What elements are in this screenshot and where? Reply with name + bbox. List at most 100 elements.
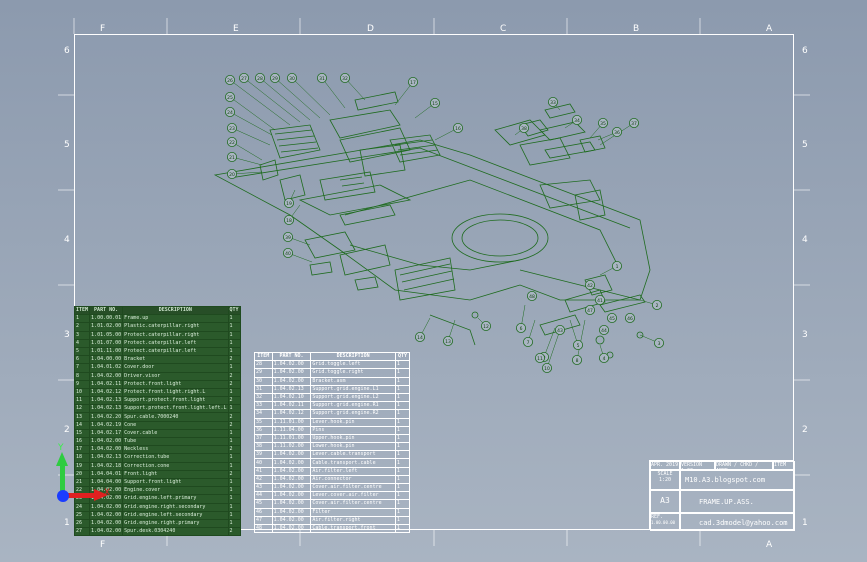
- balloon-label: 20: [229, 172, 235, 178]
- balloon-item-14[interactable]: 14: [414, 331, 425, 342]
- balloon-item-34[interactable]: 34: [572, 115, 583, 126]
- item-balloons: 1234567891011121314151617181920212223242…: [224, 73, 665, 373]
- turret-ring: [451, 213, 549, 263]
- balloon-item-48[interactable]: 48: [527, 290, 538, 301]
- balloon-label: 44: [601, 328, 607, 334]
- balloon-item-28[interactable]: 28: [254, 73, 265, 84]
- balloon-item-18[interactable]: 18: [283, 214, 294, 225]
- balloon-item-12[interactable]: 12: [480, 320, 491, 331]
- y-axis-arrow: [60, 462, 65, 492]
- balloon-label: 27: [241, 76, 247, 82]
- balloon-item-22[interactable]: 22: [226, 136, 237, 147]
- balloon-label: 18: [286, 218, 292, 224]
- balloon-label: 46: [627, 316, 633, 322]
- balloon-label: 28: [257, 76, 263, 82]
- bom-cell-description: Spur.desk.0304240: [122, 527, 229, 537]
- balloon-item-3[interactable]: 3: [654, 337, 665, 348]
- balloon-item-43[interactable]: 43: [555, 324, 566, 335]
- balloon-item-25[interactable]: 25: [224, 92, 235, 103]
- balloon-item-41[interactable]: 41: [595, 294, 606, 305]
- balloon-item-33[interactable]: 33: [548, 97, 559, 108]
- balloon-item-30[interactable]: 30: [286, 73, 297, 84]
- zone-bottom-a: A: [766, 540, 773, 550]
- balloon-label: 25: [227, 95, 233, 101]
- balloon-item-6[interactable]: 6: [516, 322, 527, 333]
- tb-email[interactable]: cad.3dmodel@yahoo.com: [680, 513, 795, 531]
- balloon-item-23[interactable]: 23: [226, 123, 237, 134]
- zone-left-2: 2: [64, 425, 70, 435]
- tb-ref: REF. 1.00.00.00: [650, 513, 680, 531]
- balloon-label: 4: [603, 356, 606, 362]
- balloon-label: 1: [616, 264, 619, 270]
- balloon-item-21[interactable]: 21: [226, 151, 237, 162]
- drawing-sheet: [74, 34, 794, 530]
- balloon-item-20[interactable]: 20: [226, 168, 237, 179]
- tb-title-top: M10.A3.blogspot.com: [680, 470, 795, 490]
- balloon-label: 39: [285, 235, 291, 241]
- x-axis-arrow: [62, 493, 96, 498]
- zone-top-d: D: [367, 24, 374, 34]
- balloon-label: 12: [483, 324, 489, 330]
- balloon-item-39[interactable]: 39: [282, 231, 293, 242]
- balloon-item-4[interactable]: 4: [599, 352, 610, 363]
- zone-right-6: 6: [802, 46, 808, 56]
- balloon-label: 36: [614, 130, 620, 136]
- balloon-item-17[interactable]: 17: [407, 77, 418, 88]
- balloon-item-31[interactable]: 31: [316, 73, 327, 84]
- balloon-item-13[interactable]: 13: [442, 335, 453, 346]
- balloon-item-45[interactable]: 45: [607, 312, 618, 323]
- tb-ref-value: 1.00.00.00: [651, 520, 676, 525]
- balloon-item-46[interactable]: 46: [625, 312, 636, 323]
- balloon-label: 32: [342, 76, 348, 82]
- zone-right-2: 2: [802, 425, 808, 435]
- balloon-item-36[interactable]: 36: [612, 127, 623, 138]
- balloon-label: 26: [227, 78, 233, 84]
- balloon-item-10[interactable]: 10: [542, 362, 553, 373]
- balloon-item-42[interactable]: 42: [585, 279, 596, 290]
- balloon-item-19[interactable]: 19: [283, 197, 294, 208]
- balloon-item-38[interactable]: 38: [519, 123, 530, 134]
- balloon-item-24[interactable]: 24: [224, 107, 235, 118]
- balloon-item-16[interactable]: 16: [452, 123, 463, 134]
- balloon-item-40[interactable]: 40: [282, 247, 293, 258]
- balloon-label: 3: [658, 341, 661, 347]
- balloon-item-8[interactable]: 8: [572, 354, 583, 365]
- balloon-label: 5: [577, 343, 580, 349]
- balloon-label: 16: [455, 126, 461, 132]
- x-axis-label: X: [104, 488, 111, 498]
- balloon-item-5[interactable]: 5: [573, 339, 584, 350]
- balloon-label: 17: [410, 80, 416, 86]
- balloon-item-7[interactable]: 7: [523, 336, 534, 347]
- balloon-label: 47: [587, 308, 593, 314]
- balloon-item-2[interactable]: 2: [652, 299, 663, 310]
- balloon-label: 10: [544, 366, 550, 372]
- balloon-item-47[interactable]: 47: [585, 304, 596, 315]
- balloon-item-11[interactable]: 11: [535, 352, 546, 363]
- balloon-label: 34: [574, 118, 580, 124]
- balloon-item-15[interactable]: 15: [429, 98, 440, 109]
- balloon-item-27[interactable]: 27: [238, 73, 249, 84]
- balloon-item-44[interactable]: 44: [599, 324, 610, 335]
- balloon-item-29[interactable]: 29: [269, 73, 280, 84]
- balloon-item-1[interactable]: 1: [612, 260, 623, 271]
- balloon-label: 38: [521, 126, 527, 132]
- zone-top-c: C: [500, 24, 507, 34]
- balloon-label: 19: [286, 201, 292, 207]
- tb-ref-label: REF.: [651, 514, 664, 520]
- balloon-item-32[interactable]: 32: [339, 73, 350, 84]
- bom-cell-qty: 1: [394, 523, 411, 534]
- balloon-item-26[interactable]: 26: [224, 75, 235, 86]
- balloon-item-35[interactable]: 35: [598, 118, 609, 129]
- zone-right-5: 5: [802, 140, 808, 150]
- balloon-item-37[interactable]: 37: [629, 118, 640, 129]
- balloon-label: 43: [557, 328, 563, 334]
